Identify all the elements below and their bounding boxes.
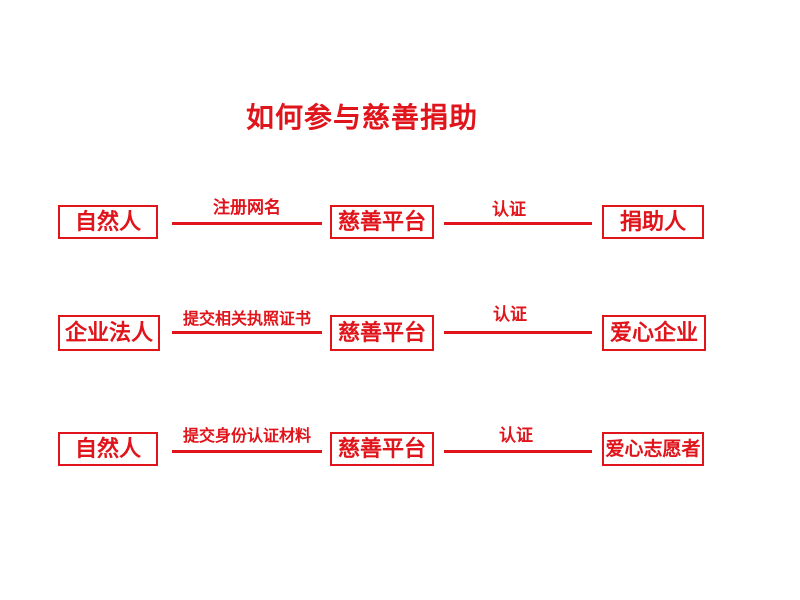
row1-target-box: 捐助人: [602, 205, 704, 239]
row2-platform-box: 慈善平台: [330, 315, 434, 351]
row2-source-box: 企业法人: [58, 315, 160, 351]
row3-step1-line: [172, 450, 322, 453]
row1-step1-line: [172, 222, 322, 225]
row3-platform-box: 慈善平台: [330, 432, 434, 466]
row3-step1-label: 提交身份认证材料: [182, 426, 311, 445]
row1-platform-box: 慈善平台: [330, 205, 434, 239]
row3-step2-line: [444, 450, 592, 453]
diagram-title: 如何参与慈善捐助: [246, 101, 479, 134]
row1-step2-label: 认证: [492, 200, 526, 220]
row3-step2-label: 认证: [499, 426, 533, 446]
row2-step1-label: 提交相关执照证书: [182, 309, 311, 328]
row3-target-box: 爱心志愿者: [602, 432, 704, 466]
row2-step2-label: 认证: [493, 305, 527, 325]
row2-step1-line: [172, 331, 322, 334]
row3-source-box: 自然人: [58, 432, 158, 466]
row2-step2-line: [444, 331, 592, 334]
row1-step2-line: [444, 222, 592, 225]
row1-source-box: 自然人: [58, 205, 158, 239]
row2-target-box: 爱心企业: [602, 315, 706, 351]
row1-step1-label: 注册网名: [213, 198, 281, 218]
